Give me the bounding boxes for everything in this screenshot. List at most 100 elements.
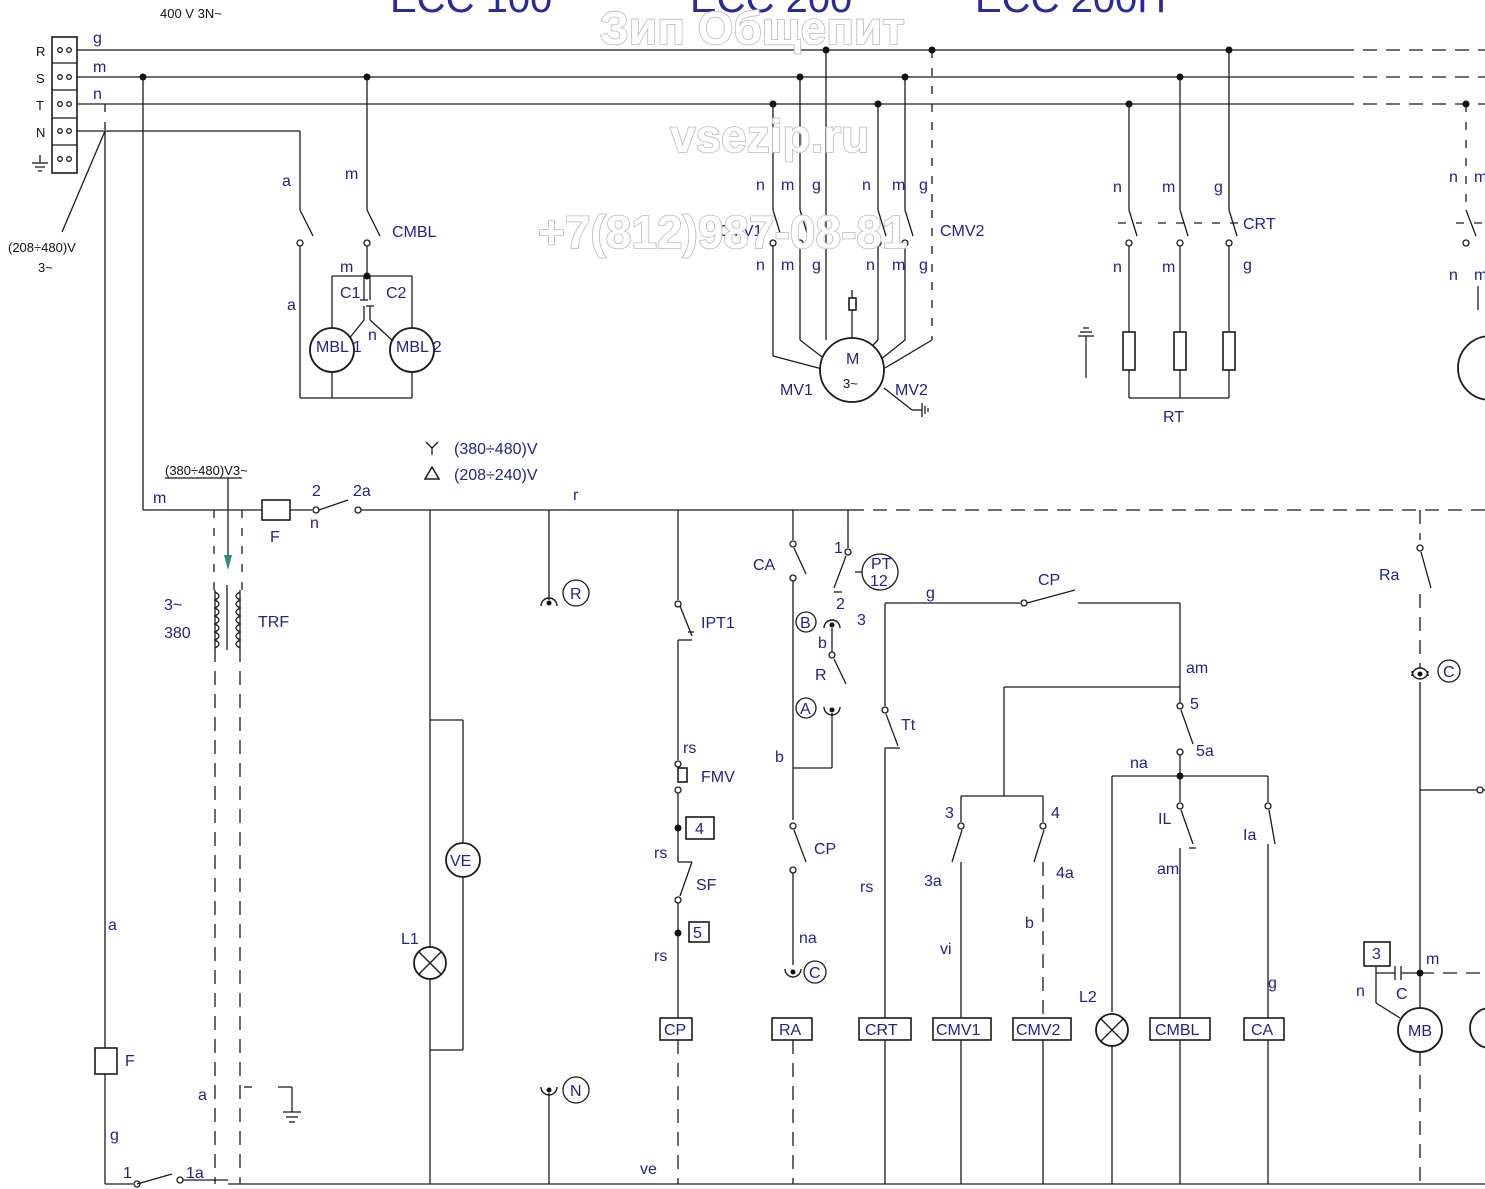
cmv1-m-top: m: [781, 177, 794, 194]
lamp-l2-label: L2: [1079, 989, 1097, 1006]
cp-switch-label: CP: [1038, 572, 1060, 589]
crt-m-bot: m: [1162, 259, 1175, 276]
coil-cmv2: CMV2: [1016, 1022, 1061, 1039]
right-n-bot: n: [1449, 267, 1458, 284]
fuse-f-bottom: F: [125, 1053, 135, 1070]
ground-icon: [32, 155, 48, 172]
cmv2-g-top: g: [919, 177, 928, 194]
terminal-R: R: [36, 44, 45, 59]
legend-star-voltage: (380÷480)V: [454, 441, 538, 458]
watermark-phone: +7(812)987-08-81: [538, 206, 908, 258]
cmv2-n-bot: n: [866, 257, 875, 274]
delta-connection-icon: [423, 465, 441, 480]
cmv1-coil-3a: 3a: [924, 873, 942, 890]
terminal-3-label: 3: [1372, 946, 1381, 963]
alt-supply-voltage: (208÷480)V: [8, 240, 76, 255]
cmv1-coil-3: 3: [945, 805, 954, 822]
cmbl-wire-a2: a: [287, 297, 296, 314]
left-feed-a: a: [108, 917, 117, 934]
switch-2: 2: [312, 483, 321, 500]
right-m-top: m: [1474, 169, 1485, 186]
pt-terminal-3: 3: [857, 612, 866, 629]
cmv2-coil-4a: 4a: [1056, 865, 1074, 882]
motor-mbl1: MBL 1: [316, 339, 362, 356]
crt-circuit: [1078, 50, 1242, 399]
mv2-label: MV2: [895, 382, 928, 399]
coil-cmv1: CMV1: [936, 1022, 981, 1039]
cmv1-coil-vi: vi: [940, 941, 952, 958]
crt-label: CRT: [1243, 216, 1276, 233]
model-title-2: ECC 200: [690, 0, 852, 21]
pt-number: 12: [870, 573, 888, 590]
cmv1-m-bot: m: [781, 257, 794, 274]
watermark-company: Зип Общепит: [600, 2, 905, 54]
capacitor-c2: C2: [386, 285, 407, 302]
crt-coil-circuit: [858, 589, 1181, 1184]
tt-label: Tt: [901, 717, 916, 734]
ra-col-na: na: [799, 930, 817, 947]
cmv1-n-bot: n: [756, 257, 765, 274]
cmv2-m-top: m: [892, 177, 905, 194]
connector-A-circle: [795, 697, 817, 719]
pt-terminal-2: 2: [836, 596, 845, 613]
ca-coil-g: g: [1268, 975, 1277, 992]
cmbl-wire-m: m: [345, 166, 358, 183]
connector-C-1: C: [809, 965, 821, 982]
cmv-coil-circuit: [932, 686, 1180, 1184]
coil-ra: RA: [779, 1022, 802, 1039]
r-n-circuit: [540, 510, 590, 1184]
crt-m-top: m: [1162, 179, 1175, 196]
il-label: IL: [1158, 811, 1171, 828]
cmbl-coil-na: na: [1130, 755, 1148, 772]
right-m-bot: m: [1474, 267, 1485, 284]
crt-g-top: g: [1214, 179, 1223, 196]
cp-col-ve: ve: [640, 1161, 657, 1178]
pt-label: PT: [871, 556, 892, 573]
terminal-N: N: [36, 125, 45, 140]
cmbl-coil-am-1: am: [1186, 660, 1208, 677]
ve-label: VE: [450, 853, 471, 870]
cp-col-rs-3: rs: [654, 948, 667, 965]
left-feed-g: g: [110, 1127, 119, 1144]
mb-capacitor-c: C: [1396, 986, 1408, 1003]
mb-circuit: [1375, 510, 1485, 1184]
cmbl-coil-circuit: [1095, 700, 1285, 1184]
switch-1: 1: [123, 1165, 132, 1182]
pt-terminal-1: 1: [834, 540, 843, 557]
bus-g-label: g: [93, 30, 102, 47]
ra-col-b-2: b: [775, 749, 784, 766]
motor-mb-label: MB: [1408, 1023, 1432, 1040]
left-feed: [94, 77, 1485, 1188]
cmbl-node-m: m: [340, 259, 353, 276]
cmv2-n-top: n: [862, 177, 871, 194]
terminal-box-4: [685, 816, 715, 840]
cmv2-coil-b: b: [1025, 915, 1034, 932]
connector-R: R: [570, 586, 582, 603]
connector-A: A: [800, 701, 811, 718]
transformer-voltage: 380: [164, 625, 191, 642]
ia-label: Ia: [1243, 827, 1256, 844]
right-edge-circuit: [1456, 104, 1485, 401]
cp-col-rs-2: rs: [654, 845, 667, 862]
cp-column-circuit: [659, 510, 694, 1184]
legend-delta-voltage: (208÷240)V: [454, 467, 538, 484]
connector-C-2: C: [1443, 664, 1455, 681]
cmv1-n-top: n: [756, 177, 765, 194]
cmv2-label: CMV2: [940, 223, 985, 240]
cmbl-wire-a: a: [282, 173, 291, 190]
terminal-T: T: [36, 98, 44, 113]
sf-label: SF: [696, 877, 717, 894]
model-title-1: ECC 100: [390, 0, 552, 21]
model-title-3: ECC 200H: [975, 0, 1166, 21]
rail-r: r: [573, 487, 579, 504]
cmv1-g-bot: g: [812, 257, 821, 274]
pt-out-g: g: [926, 585, 935, 602]
bus-n-label: n: [93, 86, 102, 103]
cmv1-g-top: g: [812, 177, 821, 194]
crt-col-rs: rs: [860, 879, 873, 896]
transformer-input-label: (380÷480)V3~: [165, 463, 248, 478]
cmv2-coil-4: 4: [1051, 805, 1060, 822]
alt-supply-phase: 3~: [38, 260, 53, 275]
cmbl-coil-5a: 5a: [1196, 743, 1214, 760]
